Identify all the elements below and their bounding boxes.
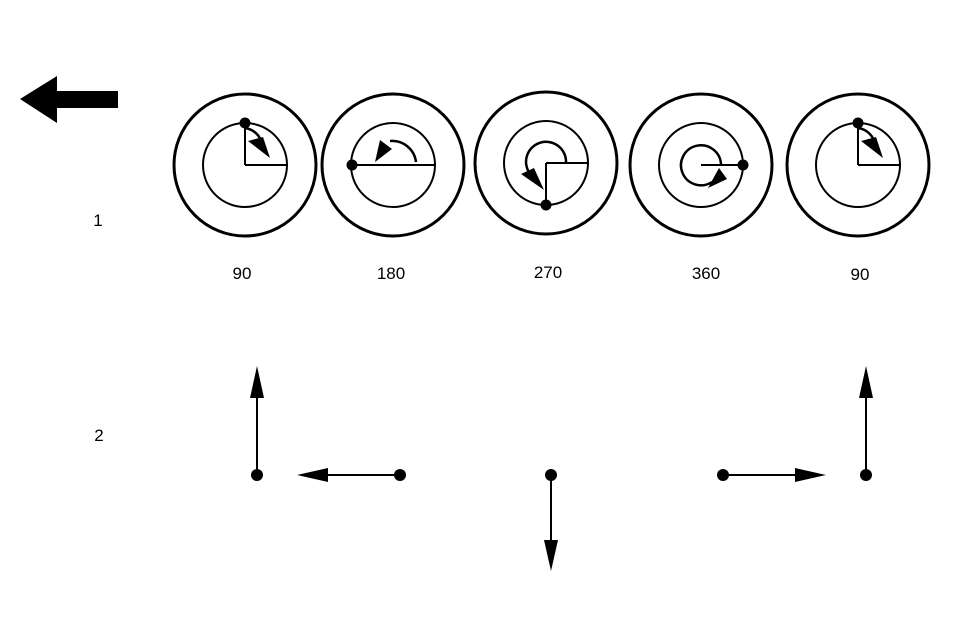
origin-dot	[251, 469, 263, 481]
row-label-1: 1	[93, 211, 102, 230]
right-arrow-icon	[795, 468, 826, 482]
rotation-arrowhead-icon	[375, 140, 392, 162]
row-label-2: 2	[94, 426, 103, 445]
dial-90-repeat	[785, 92, 931, 238]
dial-360	[628, 92, 774, 238]
origin-dot	[717, 469, 729, 481]
dial-3-angle-label: 270	[534, 263, 562, 282]
rotation-arrowhead-icon	[521, 168, 544, 190]
marker-dot	[346, 159, 358, 171]
dial-4-angle-label: 360	[692, 264, 720, 283]
dial-180	[320, 92, 466, 238]
vector-right	[717, 468, 826, 482]
rotation-arrowhead-icon	[861, 137, 883, 158]
marker-dot	[540, 199, 552, 211]
up-arrow-icon	[250, 366, 264, 398]
up-arrow-icon	[859, 366, 873, 398]
dial-1-angle-label: 90	[233, 264, 252, 283]
vector-up-1	[250, 366, 264, 481]
rotation-arrowhead-icon	[708, 168, 727, 188]
dial-5-angle-label: 90	[851, 265, 870, 284]
dial-90	[172, 92, 318, 238]
origin-dot	[860, 469, 872, 481]
vector-left	[297, 468, 406, 482]
dial-2-angle-label: 180	[377, 264, 405, 283]
dial-270	[473, 90, 619, 236]
rotation-arrowhead-icon	[248, 137, 270, 158]
vector-up-2	[859, 366, 873, 481]
origin-dot	[545, 469, 557, 481]
marker-dot	[239, 117, 251, 129]
marker-dot	[737, 159, 749, 171]
left-arrow-icon	[20, 76, 118, 123]
down-arrow-icon	[544, 540, 558, 571]
origin-dot	[394, 469, 406, 481]
left-arrow-icon	[297, 468, 328, 482]
marker-dot	[852, 117, 864, 129]
vector-down	[544, 469, 558, 571]
